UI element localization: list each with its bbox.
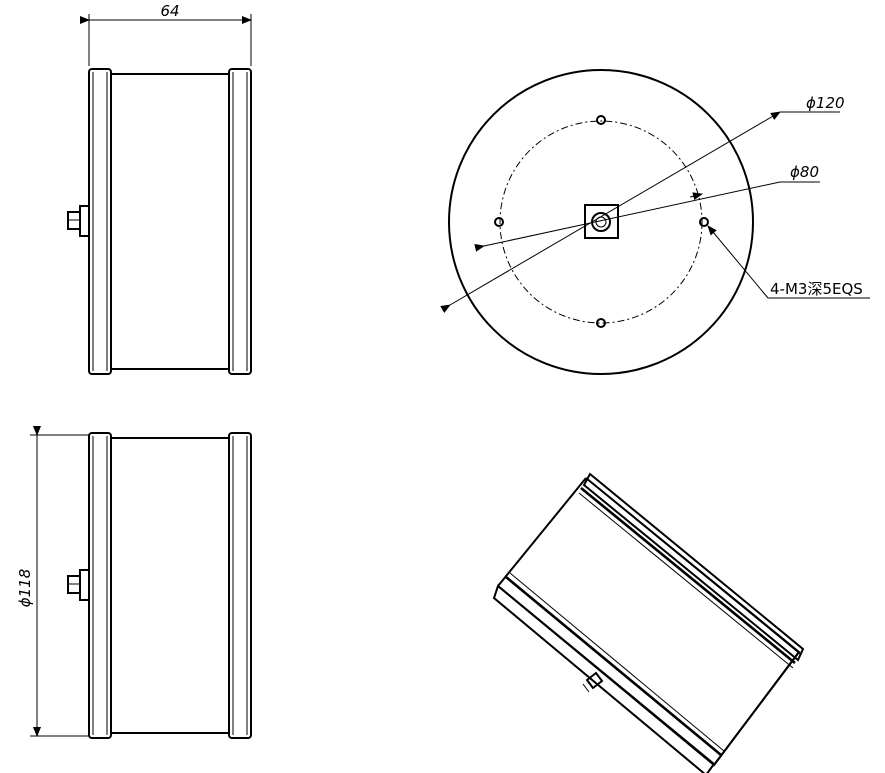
diameter-dimension: ϕ118	[16, 426, 89, 737]
hole-note: 4-M3深5EQS	[707, 225, 870, 299]
front-view: 64	[67, 2, 252, 375]
mounting-hole	[699, 217, 709, 227]
outer-diameter-label: ϕ120	[806, 94, 845, 112]
side-view: ϕ118	[16, 426, 252, 739]
mounting-hole	[596, 115, 606, 125]
diameter-dimension-label: ϕ118	[16, 569, 34, 608]
connector-stub	[67, 569, 90, 601]
bolt-circle-label: ϕ80	[790, 163, 819, 181]
mounting-hole	[596, 318, 606, 328]
bolt-circle-dimension: ϕ80	[474, 163, 820, 252]
hole-note-label: 4-M3深5EQS	[770, 280, 863, 298]
connector-stub	[582, 671, 604, 693]
bolt-circle	[499, 120, 703, 324]
connector-stub	[67, 205, 90, 237]
mounting-hole	[494, 217, 504, 227]
width-dimension: 64	[80, 2, 252, 66]
isometric-view	[492, 472, 805, 773]
top-view: ϕ120 ϕ80 4-M3深5EQS	[440, 69, 870, 375]
width-dimension-label: 64	[160, 2, 179, 20]
outer-diameter-dimension: ϕ120	[440, 94, 845, 313]
